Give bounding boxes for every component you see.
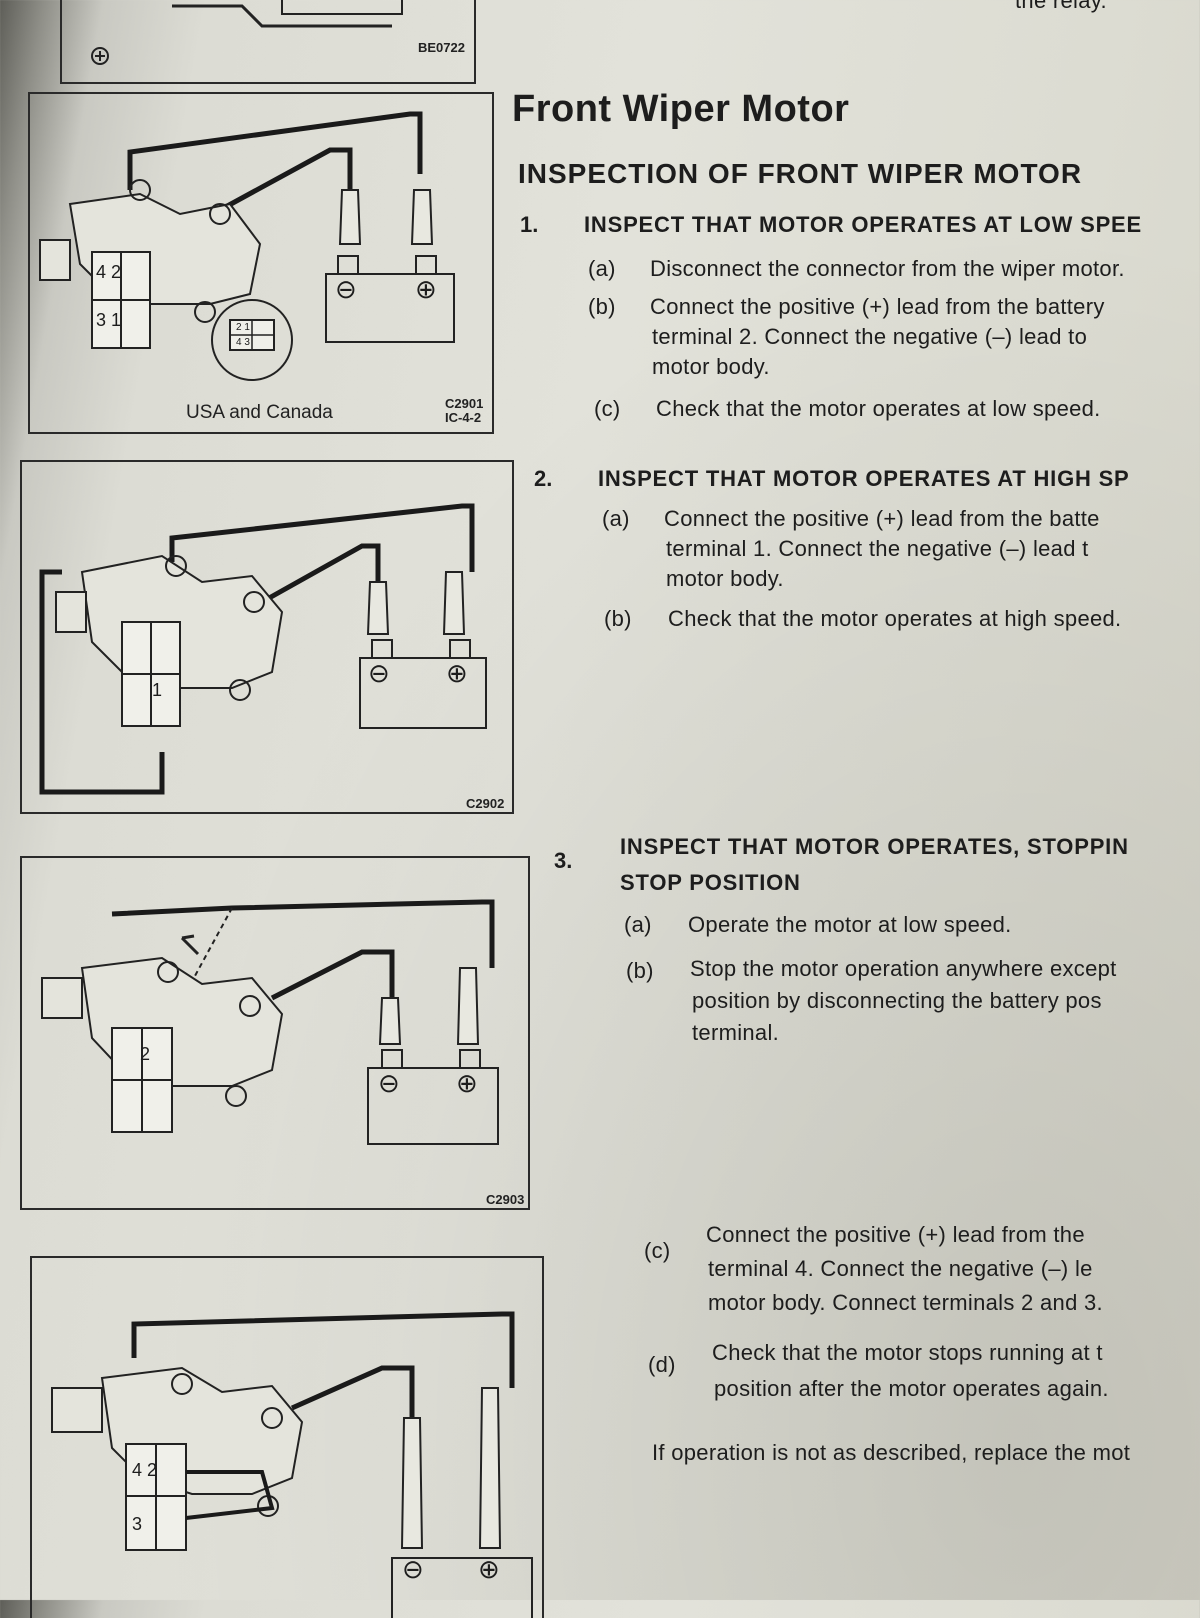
step-3c-line-2: terminal 4. Connect the negative (–) le bbox=[708, 1256, 1093, 1281]
fig1-terminal-bottom: 3 1 bbox=[96, 310, 122, 330]
page-title: Front Wiper Motor bbox=[512, 88, 850, 130]
fig1-small-terminal-bottom: 4 3 bbox=[236, 337, 250, 348]
step-1b-line-1: Connect the positive (+) lead from the b… bbox=[650, 294, 1105, 319]
top-fragment-text: the relay. bbox=[1015, 0, 1107, 13]
fig1-terminal-top: 4 2 bbox=[96, 262, 122, 282]
figure-1-diagram: 4 2 3 1 2 1 4 3 ⊖ ⊕ bbox=[28, 92, 494, 434]
battery-negative-icon: ⊖ bbox=[368, 658, 390, 688]
step-1a-line-1: Disconnect the connector from the wiper … bbox=[650, 256, 1125, 281]
step-3b-line-2: position by disconnecting the battery po… bbox=[692, 988, 1102, 1013]
battery-negative-icon: ⊖ bbox=[402, 1554, 424, 1584]
figure-code-c2902: C2902 bbox=[466, 796, 505, 811]
step-2b-label: (b) bbox=[604, 606, 632, 631]
step-1b-line-3: motor body. bbox=[652, 354, 770, 379]
step-3-title-line-2: STOP POSITION bbox=[620, 870, 801, 895]
fig4-terminal-bottom: 3 bbox=[132, 1514, 143, 1534]
step-3-note: If operation is not as described, replac… bbox=[652, 1440, 1131, 1465]
figure-1-caption: USA and Canada bbox=[186, 402, 333, 423]
figure-code-c2903: C2903 bbox=[486, 1192, 525, 1207]
battery-positive-icon: ⊕ bbox=[456, 1068, 478, 1098]
step-1c-line-1: Check that the motor operates at low spe… bbox=[656, 396, 1101, 421]
figure-2-diagram: 1 ⊖ ⊕ bbox=[20, 460, 514, 814]
step-3-number: 3. bbox=[554, 848, 573, 873]
step-2-title: INSPECT THAT MOTOR OPERATES AT HIGH SP bbox=[598, 466, 1130, 491]
battery-negative-icon: ⊖ bbox=[378, 1068, 400, 1098]
battery-positive-icon: ⊕ bbox=[415, 274, 437, 304]
fig4-terminal-top: 4 2 bbox=[132, 1460, 158, 1480]
step-2a-line-1: Connect the positive (+) lead from the b… bbox=[664, 506, 1100, 531]
step-3d-line-1: Check that the motor stops running at t bbox=[712, 1340, 1103, 1365]
battery-positive-icon: ⊕ bbox=[446, 658, 468, 688]
step-2a-label: (a) bbox=[602, 506, 630, 531]
step-3b-line-3: terminal. bbox=[692, 1020, 780, 1045]
figure-code-c2901: C2901 bbox=[445, 396, 484, 411]
step-3d-line-2: position after the motor operates again. bbox=[714, 1376, 1109, 1401]
figure-4-diagram: 4 2 3 ⊖ ⊕ bbox=[30, 1256, 544, 1618]
section-heading: INSPECTION OF FRONT WIPER MOTOR bbox=[518, 158, 1083, 189]
step-2b-line-1: Check that the motor operates at high sp… bbox=[668, 606, 1122, 631]
step-2a-line-2: terminal 1. Connect the negative (–) lea… bbox=[666, 536, 1089, 561]
step-2-number: 2. bbox=[534, 466, 553, 491]
step-3-title-line-1: INSPECT THAT MOTOR OPERATES, STOPPIN bbox=[620, 834, 1129, 859]
step-1-title: INSPECT THAT MOTOR OPERATES AT LOW SPEE bbox=[584, 212, 1142, 237]
step-1-number: 1. bbox=[520, 212, 539, 237]
step-1c-label: (c) bbox=[594, 396, 621, 421]
step-3c-label: (c) bbox=[644, 1238, 671, 1263]
step-2a-line-3: motor body. bbox=[666, 566, 784, 591]
step-3c-line-1: Connect the positive (+) lead from the bbox=[706, 1222, 1085, 1247]
fig2-terminal-label: 1 bbox=[152, 680, 163, 700]
battery-positive-icon: ⊕ bbox=[478, 1554, 500, 1584]
figure-code-ic-4-2: IC-4-2 bbox=[445, 410, 482, 425]
step-1b-line-2: terminal 2. Connect the negative (–) lea… bbox=[652, 324, 1088, 349]
figure-partial-top bbox=[60, 0, 476, 84]
step-1b-label: (b) bbox=[588, 294, 616, 319]
fig1-small-terminal-top: 2 1 bbox=[236, 322, 250, 333]
figure-3-diagram: 2 ⊖ ⊕ bbox=[20, 856, 530, 1210]
step-3d-label: (d) bbox=[648, 1352, 676, 1377]
battery-negative-icon: ⊖ bbox=[335, 274, 357, 304]
step-3b-line-1: Stop the motor operation anywhere except bbox=[690, 956, 1117, 981]
step-1a-label: (a) bbox=[588, 256, 616, 281]
step-3c-line-3: motor body. Connect terminals 2 and 3. bbox=[708, 1290, 1103, 1315]
step-3b-label: (b) bbox=[626, 958, 654, 983]
step-3a-label: (a) bbox=[624, 912, 652, 937]
figure-code-be0722: BE0722 bbox=[418, 40, 465, 55]
step-3a-line-1: Operate the motor at low speed. bbox=[688, 912, 1012, 937]
fig3-terminal-label: 2 bbox=[140, 1044, 151, 1064]
